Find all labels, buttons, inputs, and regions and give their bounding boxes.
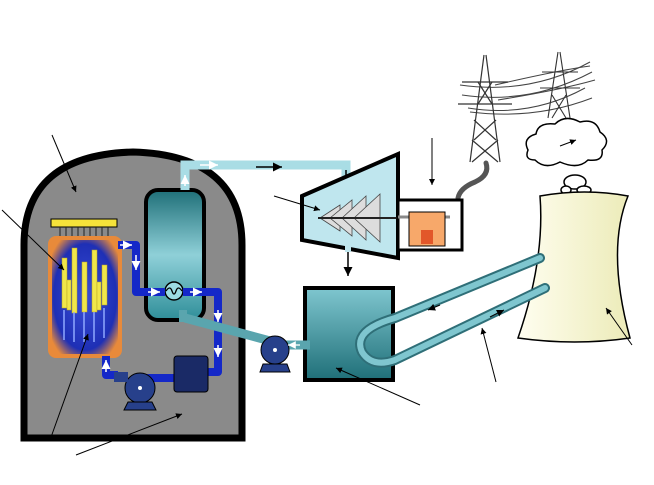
label-pointers [1,134,633,456]
feedwater-pump [259,335,291,373]
cooling-water-pipes [355,253,550,368]
cooling-flow-arrow-out [489,309,505,318]
fuel-rods [61,247,108,314]
primary-pump [114,372,157,411]
turbine-blades [318,193,400,243]
control-rods-bar [50,218,118,228]
primary-loop-arrows [101,240,223,372]
pylon-left [458,54,512,163]
generator-output-cable [455,160,490,201]
steam-cloud [525,117,608,195]
steam-pipe-arrows [180,160,218,186]
cooling-flow-arrow-in [427,303,441,311]
heat-exchanger-icon [164,281,184,301]
generator-core [421,230,433,244]
pressurizer-box [173,355,209,393]
steam-generator [144,188,206,322]
cooling-tower [516,191,631,343]
pylon-right [540,51,580,119]
